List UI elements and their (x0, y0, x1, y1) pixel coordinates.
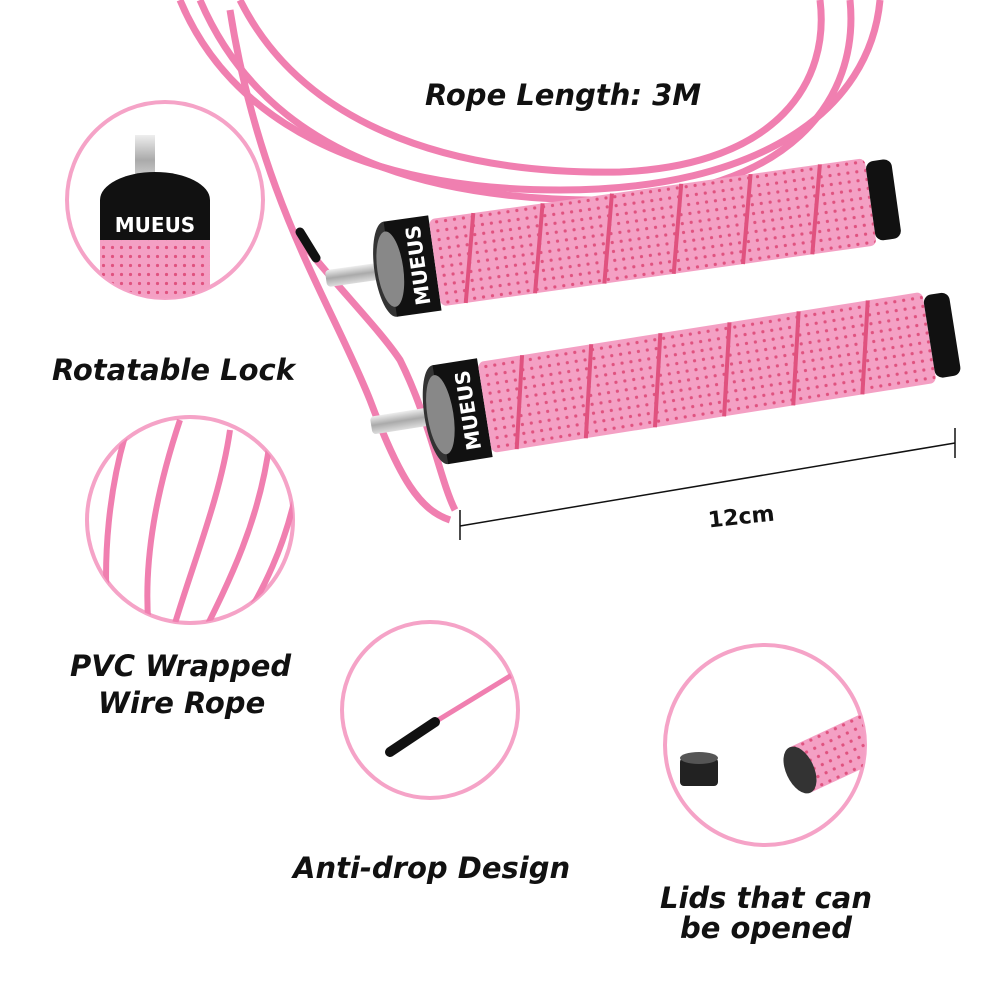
handle-top: MUEUS (325, 158, 901, 317)
detail-rotatable-lock: MUEUS (65, 100, 265, 300)
svg-text:MUEUS: MUEUS (115, 213, 195, 237)
dimension-line (459, 428, 956, 540)
lids-label-line2: be opened (680, 911, 852, 945)
pvc-label-line2: Wire Rope (98, 686, 266, 720)
detail-anti-drop (340, 620, 520, 800)
detail-lids (663, 643, 867, 847)
rope-end-cap (295, 227, 321, 263)
handle-bottom: MUEUS (370, 292, 961, 465)
rope-length-label: Rope Length: 3M (425, 78, 702, 112)
lids-label-line1: Lids that can (660, 881, 872, 915)
detail-pvc-rope (85, 415, 295, 625)
rotatable-lock-label: Rotatable Lock (52, 353, 296, 387)
pvc-label-line1: PVC Wrapped (70, 649, 292, 683)
anti-drop-label: Anti-drop Design (293, 851, 571, 885)
rope (176, 0, 884, 524)
